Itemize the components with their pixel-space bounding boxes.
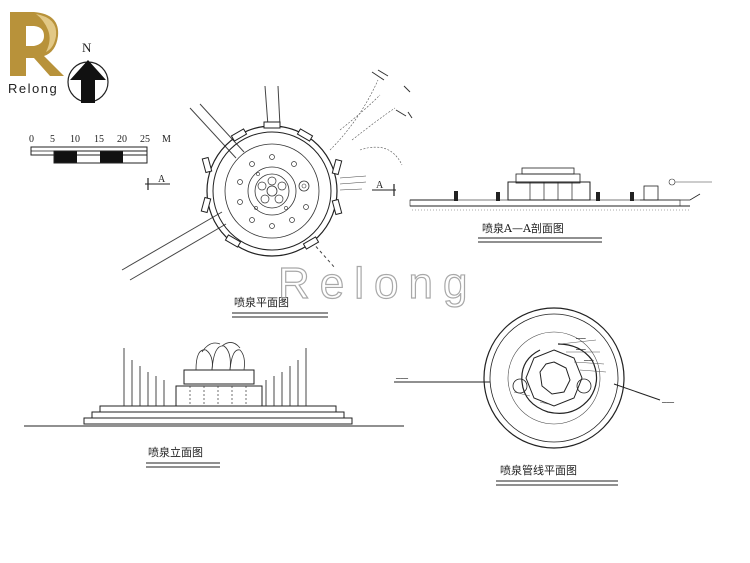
plan-title: 喷泉平面图 [234, 295, 289, 309]
relong-logo: Relong [8, 12, 64, 96]
elevation-title: 喷泉立面图 [148, 445, 203, 459]
fountain-elevation: 喷泉立面图 [24, 342, 404, 468]
logo-r-icon [10, 12, 64, 76]
section-mark-left: A [158, 174, 166, 185]
pipe-plan-title: 喷泉管线平面图 [500, 463, 577, 477]
scale-bar: 0 5 10 15 20 25 M [29, 134, 171, 164]
fountain-pipe-plan: ━━━━ ━━━━ ━━━━ ━━━━━ ━━━━━ 喷泉管线平面图 [394, 307, 675, 486]
svg-text:━━━━━: ━━━━━ [395, 376, 409, 381]
scale-label-5: 5 [50, 134, 55, 145]
section-title: 喷泉A—A剖面图 [482, 221, 564, 235]
north-arrow-icon [70, 60, 106, 103]
north-arrow: N [67, 40, 109, 103]
scale-label-20: 20 [117, 134, 127, 145]
scale-label-0: 0 [29, 134, 34, 145]
north-label: N [82, 40, 92, 55]
svg-text:━━━━: ━━━━ [575, 347, 586, 352]
scale-unit: M [162, 134, 171, 145]
relong-watermark: Relong [278, 259, 477, 308]
section-mark-right: A [376, 180, 384, 191]
svg-text:━━━━: ━━━━ [575, 336, 586, 341]
scale-label-10: 10 [70, 134, 80, 145]
fountain-section: 喷泉A—A剖面图 [409, 167, 712, 243]
logo-highlight-icon [36, 14, 57, 52]
svg-text:━━━━━: ━━━━━ [661, 400, 675, 405]
logo-text: Relong [8, 81, 58, 96]
scale-label-15: 15 [94, 134, 104, 145]
svg-text:━━━━: ━━━━ [583, 358, 594, 363]
scale-label-25: 25 [140, 134, 150, 145]
fountain-plan: A A 喷泉平面图 [121, 69, 413, 318]
